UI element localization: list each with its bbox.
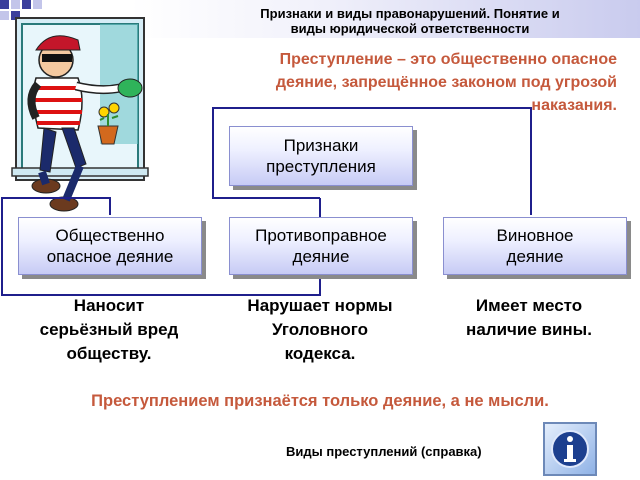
- description-2: Нарушает нормы Уголовного кодекса.: [222, 294, 418, 366]
- description-1-line3: обществу.: [66, 344, 152, 363]
- definition-line2: деяние, запрещённое законом под угрозой: [275, 74, 617, 91]
- conclusion-text: Преступлением признаётся только деяние, …: [91, 392, 549, 410]
- feature-box-2-line1: Противоправное: [255, 226, 387, 245]
- description-2-line1: Нарушает нормы: [247, 296, 393, 315]
- definition-line1: Преступление – это общественно опасное: [279, 51, 617, 68]
- crime-definition: Преступление – это общественно опасное д…: [150, 48, 617, 117]
- description-1: Наносит серьёзный вред обществу.: [14, 294, 204, 366]
- description-1-line2: серьёзный вред: [39, 320, 179, 339]
- description-2-line2: Уголовного: [271, 320, 369, 339]
- slide-title-line1: Признаки и виды правонарушений. Понятие …: [260, 6, 560, 21]
- feature-box-2-line2: деяние: [292, 247, 350, 266]
- feature-box-unlawful: Противоправное деяние: [229, 217, 413, 275]
- info-button[interactable]: [543, 422, 597, 476]
- corner-decoration: [0, 0, 60, 24]
- root-box-line1: Признаки: [283, 136, 359, 155]
- feature-box-1-line2: опасное деяние: [46, 247, 174, 266]
- reference-link[interactable]: Виды преступлений (справка): [286, 444, 482, 459]
- description-3-line1: Имеет место: [475, 296, 583, 315]
- feature-box-1-line1: Общественно: [55, 226, 165, 245]
- slide-title: Признаки и виды правонарушений. Понятие …: [200, 6, 620, 36]
- description-3: Имеет место наличие вины.: [434, 294, 624, 342]
- feature-box-3-line2: деяние: [506, 247, 564, 266]
- feature-box-3-line1: Виновное: [496, 226, 574, 245]
- root-box-line2: преступления: [266, 157, 376, 176]
- description-1-line1: Наносит: [73, 296, 145, 315]
- title-bar: [130, 0, 640, 38]
- definition-line3: наказания.: [531, 97, 617, 114]
- feature-box-socially-dangerous: Общественно опасное деяние: [18, 217, 202, 275]
- description-2-line3: кодекса.: [284, 344, 356, 363]
- feature-box-guilty: Виновное деяние: [443, 217, 627, 275]
- slide-title-line2: виды юридической ответственности: [290, 21, 530, 36]
- root-box-crime-features: Признаки преступления: [229, 126, 413, 186]
- info-icon: [551, 430, 589, 468]
- burglar-illustration: [11, 17, 149, 212]
- description-3-line2: наличие вины.: [466, 320, 592, 339]
